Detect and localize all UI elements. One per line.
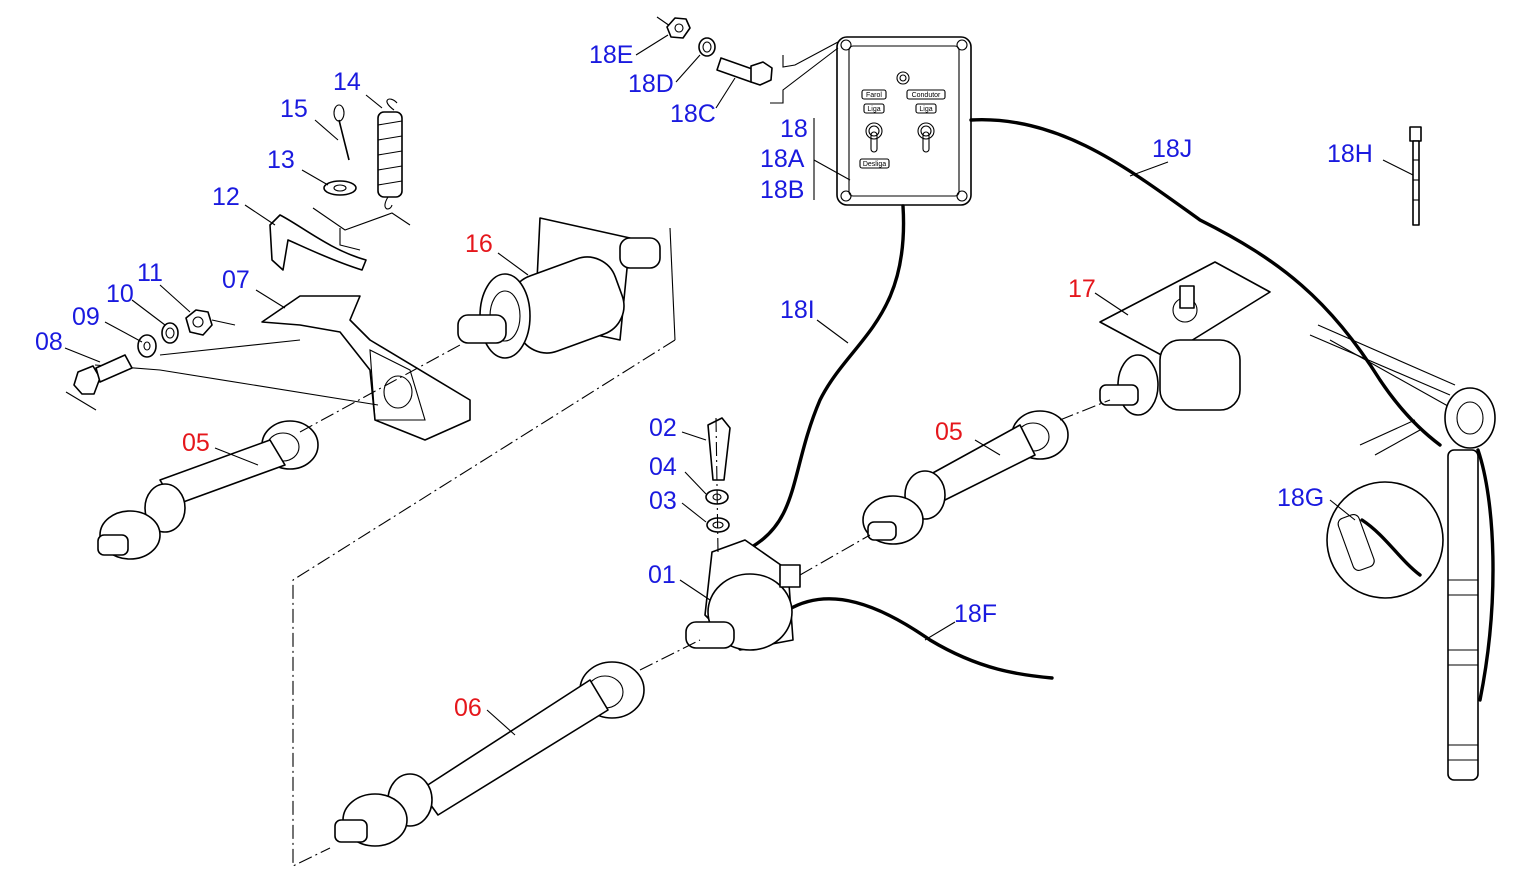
- label-03: 03: [649, 487, 677, 515]
- label-07: 07: [222, 266, 250, 294]
- drive-shaft-05-left: [97, 344, 461, 560]
- leader-lines: [64, 34, 1414, 736]
- label-02: 02: [649, 414, 677, 442]
- label-12: 12: [212, 183, 240, 211]
- label-14: 14: [333, 68, 361, 96]
- desliga-label: Desliga: [863, 161, 886, 168]
- label-18: 18: [780, 115, 808, 143]
- gearbox-01: [685, 417, 801, 651]
- label-18h: 18H: [1327, 140, 1373, 168]
- label-09: 09: [72, 303, 100, 331]
- label-18a: 18A: [760, 145, 805, 173]
- label-05-right: 05: [935, 418, 963, 446]
- label-18d: 18D: [628, 70, 674, 98]
- frame-and-tube: [1309, 324, 1496, 781]
- condutor-caption: Condutor: [912, 92, 941, 99]
- label-10: 10: [106, 280, 134, 308]
- centerline-frame: [292, 339, 676, 867]
- label-18i: 18I: [780, 296, 815, 324]
- gearbox-17: [1099, 261, 1271, 416]
- label-18j: 18J: [1152, 135, 1192, 163]
- cable-18i: [748, 204, 906, 550]
- drive-shaft-05-right: [862, 399, 1111, 545]
- label-18f: 18F: [954, 600, 997, 628]
- label-18e: 18E: [589, 41, 633, 69]
- label-15: 15: [280, 95, 308, 123]
- spring-and-pin: [269, 98, 411, 271]
- label-06: 06: [454, 694, 482, 722]
- label-17: 17: [1068, 275, 1096, 303]
- liga-left-label: Liga: [867, 106, 880, 113]
- part-labels: 18E 18D 18C 18 18A 18B 18J 18H 18I 18G 1…: [35, 41, 1373, 722]
- label-16: 16: [465, 230, 493, 258]
- label-04: 04: [649, 453, 677, 481]
- bolt-set-08-11: [65, 309, 236, 411]
- label-18g: 18G: [1277, 484, 1324, 512]
- cable-tie-18h: [1409, 126, 1422, 226]
- drive-shaft-06: [334, 534, 871, 847]
- control-box: Farol Condutor Liga Liga Desliga: [770, 36, 972, 206]
- label-18c: 18C: [670, 100, 716, 128]
- cable-18f: [786, 597, 1054, 680]
- label-01: 01: [648, 561, 676, 589]
- label-11: 11: [137, 259, 163, 287]
- cable-18j: [969, 118, 1442, 447]
- label-18b: 18B: [760, 176, 804, 204]
- farol-caption: Farol: [866, 92, 882, 99]
- label-13: 13: [267, 146, 295, 174]
- bracket-07: [94, 295, 471, 441]
- label-05-left: 05: [182, 429, 210, 457]
- liga-right-label: Liga: [919, 106, 932, 113]
- mounting-hardware-18: [656, 16, 773, 86]
- label-08: 08: [35, 328, 63, 356]
- bearing-housing-16: [457, 217, 676, 359]
